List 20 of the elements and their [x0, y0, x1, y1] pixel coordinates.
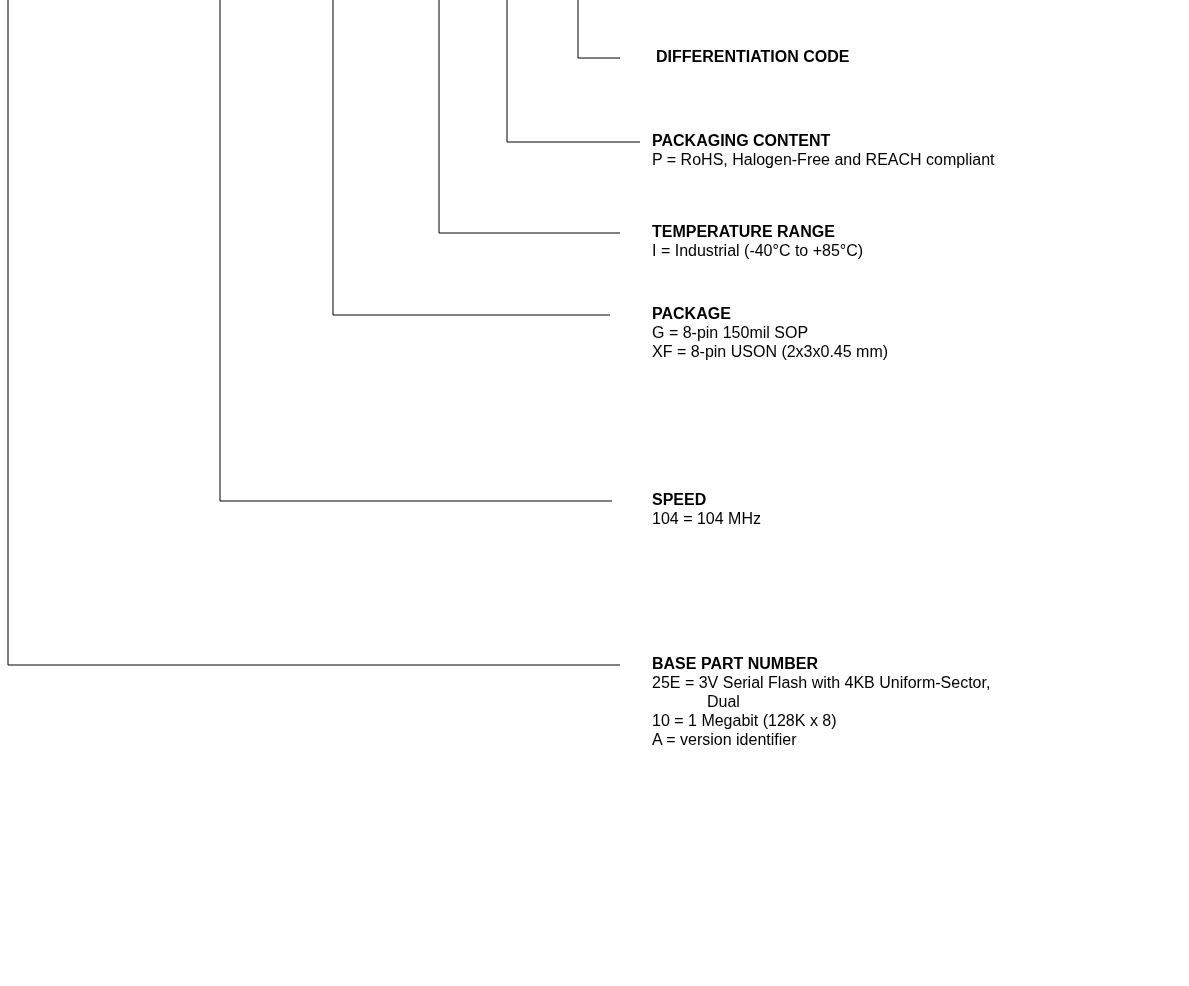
code-description: P = RoHS, Halogen-Free and REACH compliant — [652, 150, 996, 169]
code-description: 10 = 1 Megabit (128K x 8) — [652, 711, 838, 730]
leader-line — [219, 0, 613, 502]
code-description: XF = 8-pin USON (2x3x0.45 mm) — [652, 342, 890, 361]
leader-line — [438, 0, 621, 234]
section-heading: SPEED — [652, 490, 707, 509]
section-heading: BASE PART NUMBER — [652, 654, 818, 673]
leader-line — [506, 0, 641, 143]
leader-line — [577, 0, 621, 59]
section-heading: PACKAGING CONTENT — [652, 131, 831, 150]
code-description: 104 = 104 MHz — [652, 509, 762, 528]
section-heading: TEMPERATURE RANGE — [652, 222, 835, 241]
code-description: I = Industrial (-40°C to +85°C) — [652, 241, 865, 260]
code-description: 25E = 3V Serial Flash with 4KB Uniform-Sector, Dual — [652, 673, 992, 711]
leader-line — [332, 0, 611, 316]
code-description: A = version identifier — [652, 730, 798, 749]
leader-line — [7, 0, 621, 666]
code-description: G = 8-pin 150mil SOP — [652, 323, 810, 342]
section-heading: PACKAGE — [652, 304, 731, 323]
section-heading: DIFFERENTIATION CODE — [656, 47, 850, 66]
